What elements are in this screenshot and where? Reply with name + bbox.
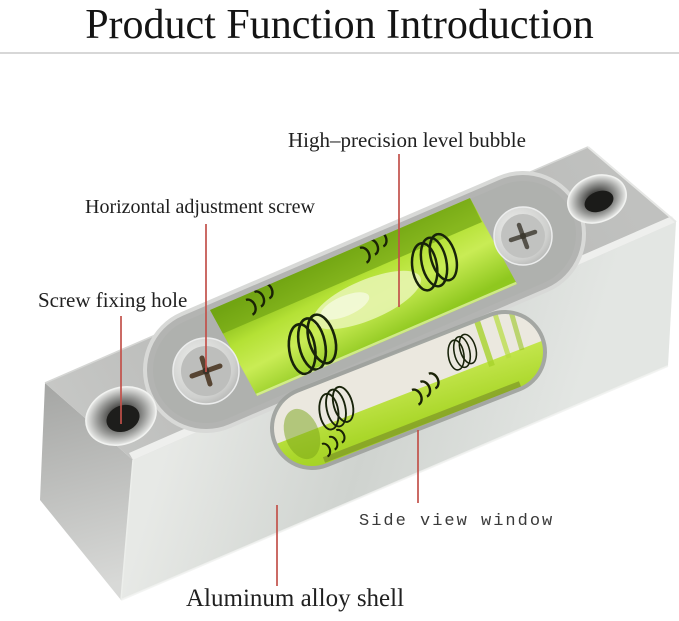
page-title: Product Function Introduction: [85, 2, 594, 48]
leader-lines: [120, 154, 419, 586]
front-left-edge: [120, 459, 134, 601]
title-divider: [0, 52, 679, 54]
callout-alloy-shell: Aluminum alloy shell: [186, 585, 405, 612]
fixing-hole-right: [567, 174, 627, 224]
callout-adjustment-screw: Horizontal adjustment screw: [85, 196, 315, 218]
right-top-edge: [587, 146, 677, 223]
callout-fixing-hole: Screw fixing hole: [38, 288, 188, 312]
callout-side-window: Side view window: [359, 512, 555, 531]
callout-level-bubble: High–precision level bubble: [288, 128, 526, 152]
side-bottom-rim: [322, 381, 522, 463]
adjustment-screw-right: [493, 206, 553, 266]
side-liquid: [240, 330, 580, 562]
side-left-cap-shade: [283, 408, 321, 460]
shell-end-face: [40, 383, 133, 600]
side-view-window: [240, 280, 580, 562]
